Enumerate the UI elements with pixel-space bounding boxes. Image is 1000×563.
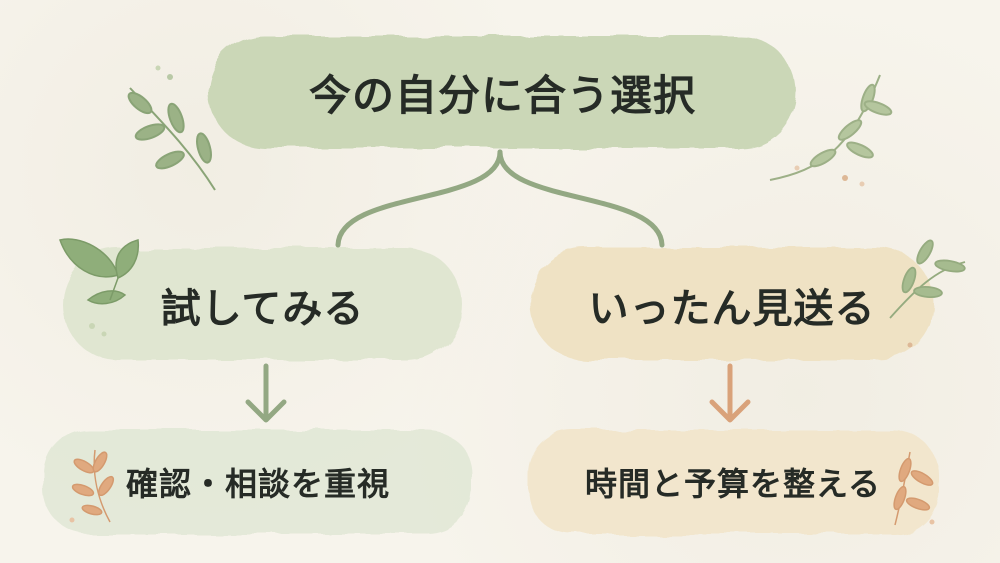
arrow-left-down	[245, 363, 287, 423]
branch-node-postpone-label: いったん見送る	[588, 286, 876, 332]
leaf-sprig-icon	[69, 449, 115, 523]
connector-root-to-right	[497, 149, 665, 248]
branch-right-shape	[530, 248, 934, 360]
leaf-sprig-icon	[889, 239, 966, 348]
leaf-icon	[59, 238, 140, 337]
leaf-left-shape	[44, 430, 472, 534]
branch-node-try-label: 試してみる	[160, 286, 365, 332]
leaf-node-prepare-label: 時間と予算を整える	[584, 465, 882, 503]
root-node-shape	[208, 36, 796, 148]
leaf-right-shape	[528, 430, 938, 534]
root-node: 今の自分に合う選択	[205, 32, 800, 152]
leaf-sprig-icon	[127, 65, 216, 191]
branch-left-shape	[62, 248, 462, 360]
arrow-right-down	[709, 363, 751, 423]
leaf-node-consult: 確認・相談を重視	[42, 428, 474, 536]
leaf-node-consult-label: 確認・相談を重視	[125, 465, 390, 503]
branch-node-postpone: いったん見送る	[527, 246, 937, 364]
root-node-label: 今の自分に合う選択	[308, 70, 696, 120]
leaf-node-prepare: 時間と予算を整える	[526, 428, 940, 536]
leaf-sprig-icon	[893, 451, 935, 526]
branch-node-try: 試してみる	[60, 246, 465, 364]
connector-root-to-left	[335, 149, 503, 248]
leaf-sprig-icon	[769, 74, 893, 187]
